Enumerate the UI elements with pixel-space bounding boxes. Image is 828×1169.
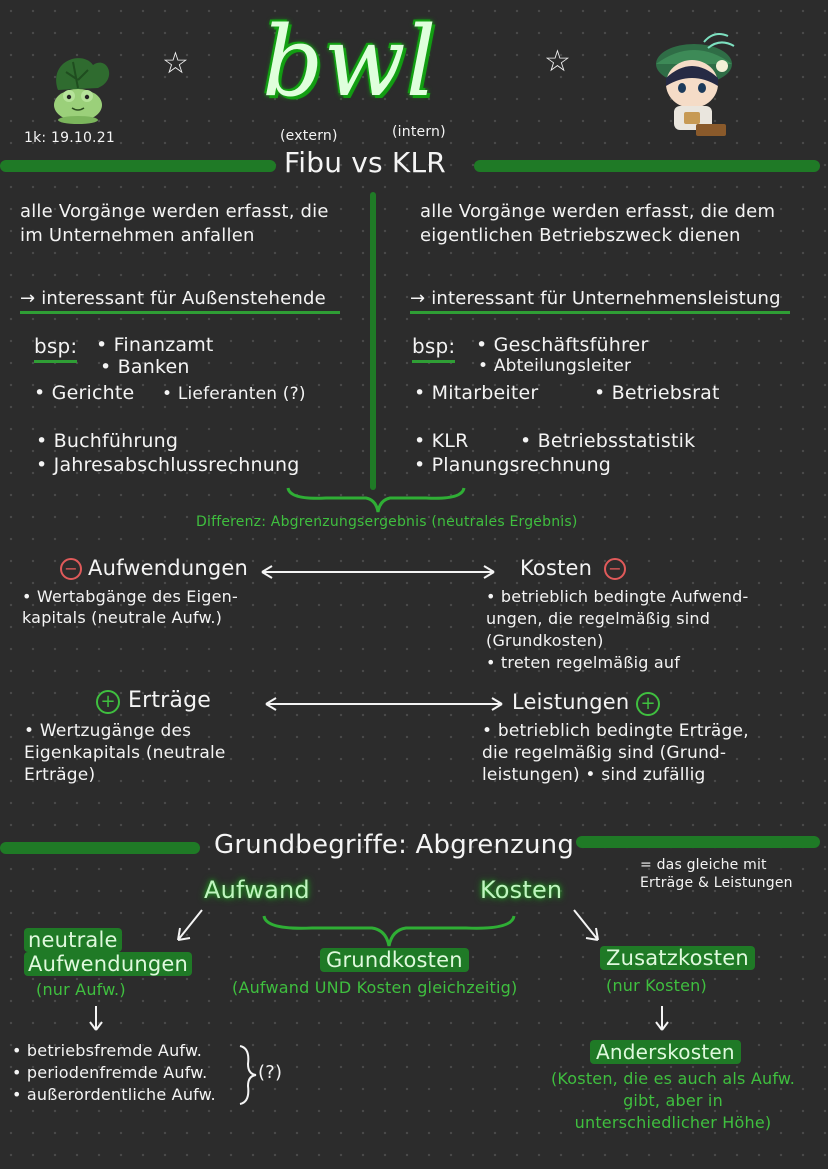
zusatzkosten-sub: (nur Kosten)	[606, 976, 707, 995]
neutrale-sub: (nur Aufw.)	[36, 980, 126, 999]
brace-icon	[262, 915, 516, 947]
header-bar-right	[474, 160, 820, 172]
star-icon: ☆	[162, 46, 189, 81]
brace-icon	[286, 487, 466, 513]
klr-task: • Planungsrechnung	[414, 454, 612, 476]
header-bar-left	[0, 160, 276, 172]
zusatzkosten-label: Zusatzkosten	[600, 946, 755, 970]
fibu-task: • Jahresabschlussrechnung	[36, 454, 300, 476]
ertraege-desc: • Wertzugänge des Eigenkapitals (neutral…	[24, 721, 226, 785]
kosten-label: Kosten	[480, 876, 563, 904]
section2-bar-right	[576, 836, 820, 848]
fibu-definition: alle Vorgänge werden erfasst, die im Unt…	[20, 201, 329, 246]
star-icon: ☆	[544, 44, 571, 79]
fibu-example: • Gerichte	[34, 382, 135, 404]
aufwand-label: Aufwand	[204, 876, 310, 904]
intern-label: (intern)	[392, 124, 446, 140]
column-divider	[370, 192, 376, 490]
klr-interest: → interessant für Unternehmensleistung	[410, 288, 790, 314]
ertraege-title: Erträge	[128, 688, 211, 713]
klr-example: • Betriebsrat	[594, 382, 720, 404]
aufwendungen-title: Aufwendungen	[88, 556, 249, 580]
arrow-down-icon	[655, 1006, 669, 1031]
character-sticker	[656, 33, 735, 136]
plus-icon: +	[96, 690, 120, 714]
plus-icon: +	[636, 692, 660, 716]
fibu-task: • Buchführung	[36, 430, 179, 452]
klr-example: • Abteilungsleiter	[478, 356, 632, 376]
fibu-bsp-label: bsp:	[34, 334, 78, 363]
klr-example: • Geschäftsführer	[476, 334, 649, 356]
difference-label: Differenz: Abgrenzungsergebnis (neutrale…	[196, 514, 578, 530]
neutrale-aufwendungen: neutrale Aufwendungen	[24, 928, 193, 976]
subtitle: Fibu vs KLR	[284, 146, 446, 179]
klr-example: • Mitarbeiter	[414, 382, 539, 404]
minus-icon: −	[60, 558, 82, 580]
date-label: 1k: 19.10.21	[24, 130, 115, 146]
neutral-aufwand-list: • betriebsfremde Aufw. • periodenfremde …	[12, 1041, 216, 1104]
section2-bar-left	[0, 842, 200, 854]
fibu-interest: → interessant für Außenstehende	[20, 288, 340, 314]
brace-icon	[239, 1045, 257, 1105]
klr-task: • Betriebsstatistik	[520, 430, 696, 452]
leistungen-desc: • betrieblich bedingte Erträge, die rege…	[482, 721, 749, 785]
grundkosten-label: Grundkosten	[320, 948, 469, 972]
section2-note: = das gleiche mit Erträge & Leistungen	[640, 857, 793, 891]
section2-title: Grundbegriffe: Abgrenzung	[214, 830, 575, 860]
fibu-example: • Banken	[100, 356, 190, 378]
aufwendungen-desc: • Wertabgänge des Eigen- kapitals (neutr…	[22, 587, 238, 627]
arrow-icon	[177, 909, 203, 941]
double-arrow-icon	[261, 565, 495, 579]
kosten-desc: • betrieblich bedingte Aufwend- ungen, d…	[486, 587, 749, 672]
neutral-question: (?)	[258, 1062, 283, 1083]
anderskosten-label: Anderskosten	[590, 1040, 741, 1064]
klr-bsp-label: bsp:	[412, 334, 456, 363]
arrow-icon	[573, 909, 599, 941]
arrow-down-icon	[89, 1006, 103, 1031]
minus-icon: −	[604, 558, 626, 580]
kosten-title: Kosten	[520, 556, 593, 580]
grundkosten-sub: (Aufwand UND Kosten gleichzeitig)	[232, 978, 518, 997]
fibu-example: • Finanzamt	[96, 334, 214, 356]
klr-definition: alle Vorgänge werden erfasst, die dem ei…	[420, 201, 776, 246]
klr-task: • KLR	[414, 430, 469, 452]
page-title: bwl	[262, 6, 437, 118]
leistungen-title: Leistungen	[512, 690, 630, 714]
double-arrow-icon	[265, 697, 503, 711]
anderskosten-desc: (Kosten, die es auch als Aufw. gibt, abe…	[550, 1069, 796, 1132]
fibu-example: • Lieferanten (?)	[162, 384, 306, 404]
extern-label: (extern)	[280, 128, 338, 144]
frog-sticker	[54, 58, 110, 124]
